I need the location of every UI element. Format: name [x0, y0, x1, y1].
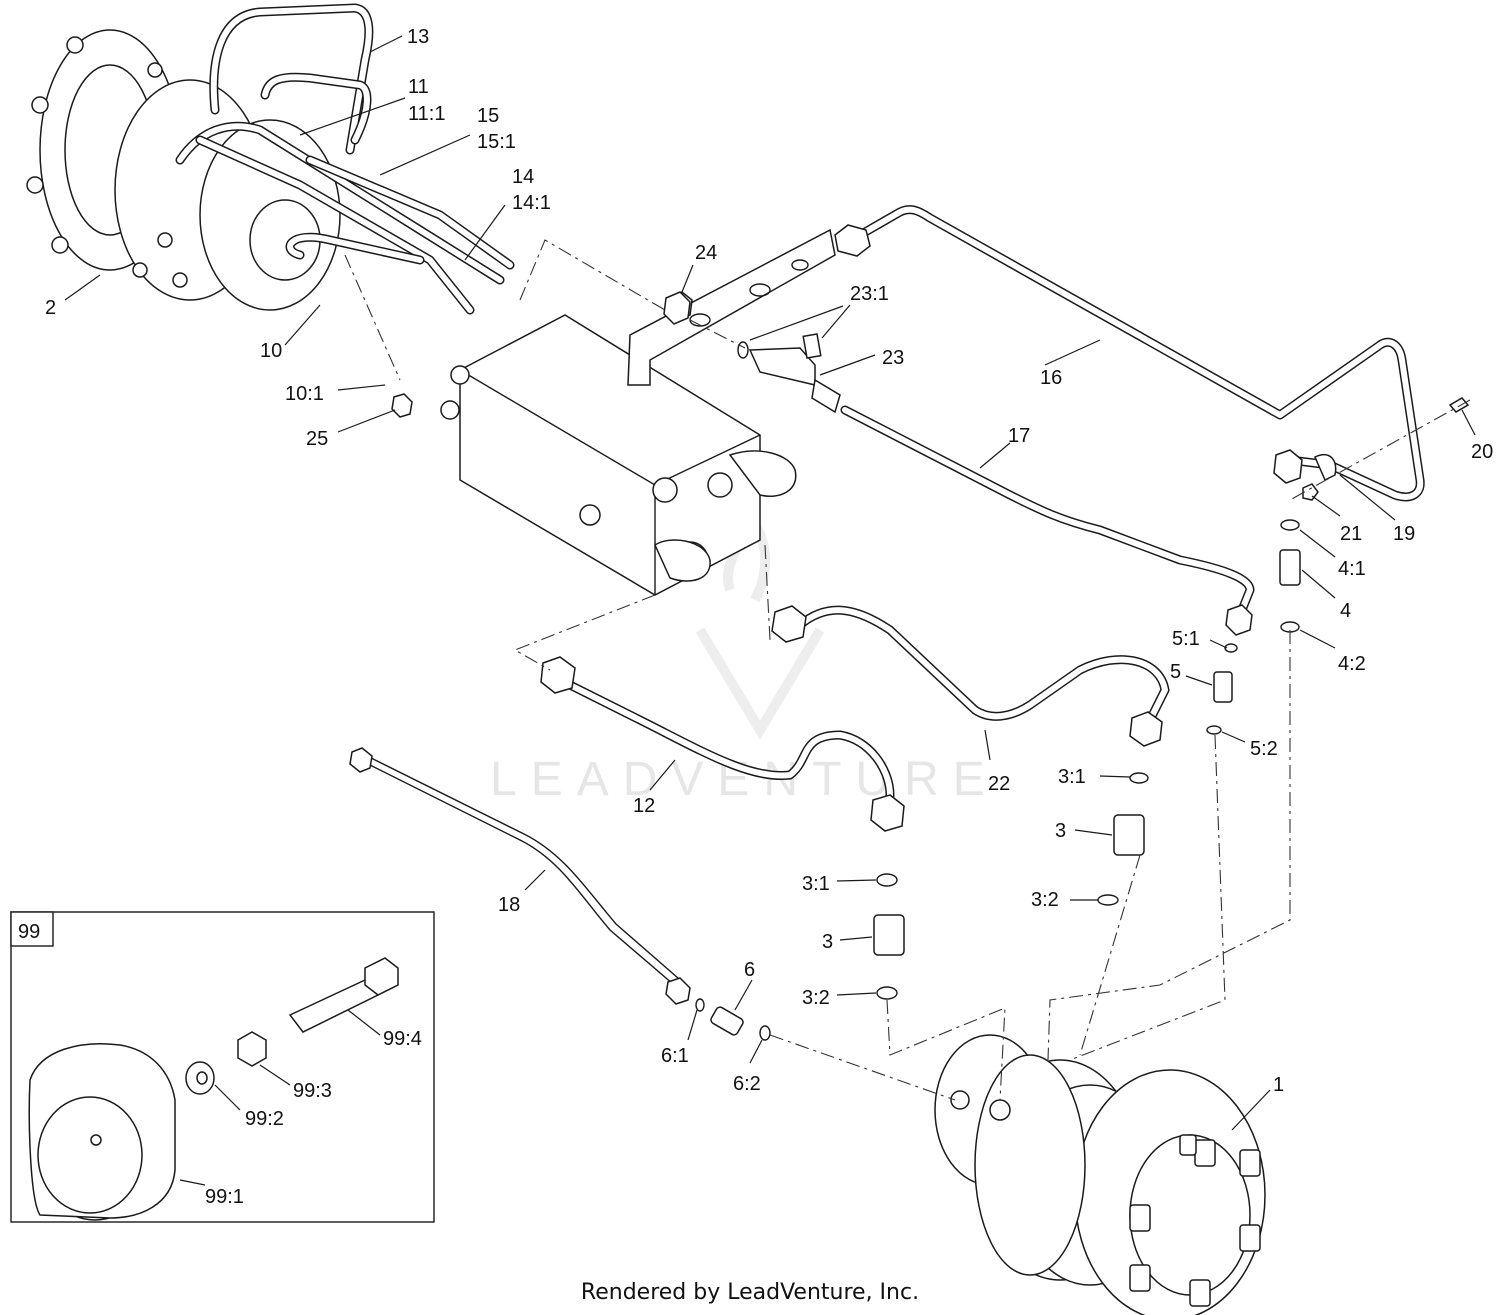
inset-label: 99:2 [245, 1108, 284, 1130]
inset-label: 99:4 [383, 1028, 422, 1050]
callout: 6 [744, 959, 755, 981]
callout: 14:1 [512, 192, 551, 214]
footer-credit: Rendered by LeadVenture, Inc. [580, 1280, 920, 1305]
callout: 3:2 [1031, 889, 1059, 911]
watermark-text: LEADVENTURE [490, 753, 999, 806]
valve-block [440, 314, 797, 596]
callout: 4:1 [1338, 558, 1366, 580]
callout: 10 [260, 340, 282, 362]
callout: 11:1 [408, 103, 445, 125]
callout: 25 [306, 428, 328, 450]
lower-wheel-motor [934, 1034, 1266, 1315]
callout: 6:1 [661, 1045, 689, 1067]
inset-label: 99:1 [205, 1186, 244, 1208]
callout: 24 [695, 242, 717, 264]
fittings [695, 397, 1470, 1041]
callout: 1 [1273, 1074, 1284, 1096]
callout: 2 [45, 297, 56, 319]
callout: 20 [1471, 441, 1493, 463]
callout: 11 [408, 76, 429, 98]
long-tubes [359, 205, 1425, 991]
callout: 23:1 [850, 283, 889, 305]
alignment-lines [344, 239, 1471, 1101]
callout: 22 [988, 773, 1010, 795]
callout: 5:2 [1250, 738, 1278, 760]
callout: 17 [1008, 425, 1030, 447]
callout: 16 [1040, 367, 1062, 389]
callout: 13 [407, 26, 429, 48]
inset-label: 99:3 [293, 1080, 332, 1102]
callout: 10:1 [285, 383, 324, 405]
callout: 12 [633, 795, 655, 817]
tube-nuts [349, 224, 1303, 1005]
callout: 5:1 [1172, 628, 1200, 650]
leader-lines [64, 35, 1476, 1131]
callout: 3:1 [802, 873, 830, 895]
callout: 21 [1340, 523, 1362, 545]
callout: 15:1 [477, 131, 516, 153]
callout: 18 [498, 894, 520, 916]
callout: 5 [1170, 661, 1181, 683]
upper-wheel-motor [26, 29, 341, 311]
callout: 4:2 [1338, 653, 1366, 675]
callout: 3:1 [1058, 766, 1086, 788]
tee-fitting [737, 333, 841, 414]
callout: 6:2 [733, 1073, 761, 1095]
callout: 4 [1340, 600, 1351, 622]
callout: 15 [477, 105, 499, 127]
callout: 3:2 [802, 987, 830, 1009]
inset-box-label: 99 [18, 921, 40, 943]
callout: 3 [822, 931, 833, 953]
callout: 23 [882, 347, 904, 369]
callout: 3 [1055, 820, 1066, 842]
upper-tubes [175, 3, 515, 315]
inset-box-99: 99 99:1 99:2 99:3 99:4 [10, 911, 435, 1223]
callout: 19 [1393, 523, 1415, 545]
callout-labels: 13 11 11:1 15 15:1 14 14:1 24 23:1 2 23 … [45, 26, 1493, 1096]
callout: 14 [512, 166, 534, 188]
